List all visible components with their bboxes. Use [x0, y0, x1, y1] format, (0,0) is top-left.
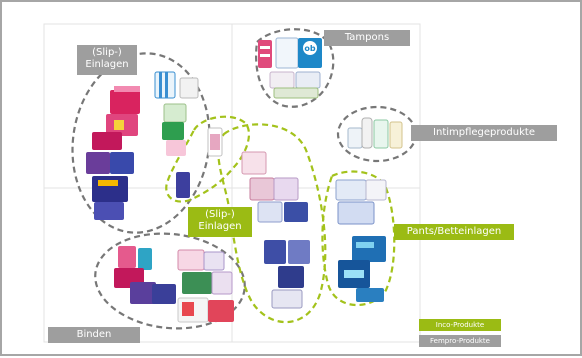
product-pack: [335, 179, 367, 201]
product-pack: [92, 176, 128, 202]
product-group-slip-einlagen-inco: [176, 127, 223, 198]
cluster-outline-binden: [94, 232, 246, 330]
product-pack: [356, 242, 374, 248]
product-pack: [94, 202, 124, 220]
product-pack: [110, 152, 134, 174]
cluster-outline-slip-einlagen-inco: [165, 115, 251, 203]
product-group-inco-center: [241, 151, 310, 309]
product-group-slip-einlagen-fempro: [86, 71, 199, 220]
product-pack: [260, 54, 270, 57]
product-pack: [257, 201, 283, 223]
product-pack: [211, 271, 233, 295]
product-pack: [303, 41, 317, 55]
product-group-pants-betteinlagen: [335, 179, 387, 302]
product-pack: [356, 288, 384, 302]
product-group-tampons: ob: [258, 37, 322, 99]
product-pack: [373, 119, 389, 149]
product-pack: [182, 272, 212, 294]
product-pack: [177, 249, 205, 271]
product-group-binden: [114, 246, 234, 323]
product-pack: [295, 71, 321, 89]
product-pack: [241, 151, 267, 175]
product-pack: [152, 284, 176, 304]
label-tampons: Tampons: [324, 30, 410, 46]
product-pack: [165, 72, 168, 98]
product-pack: [138, 248, 152, 270]
product-pack: [278, 266, 304, 288]
product-pack: [92, 132, 122, 150]
product-pack: [271, 289, 303, 309]
product-pack: [210, 134, 220, 150]
legend-inco: Inco-Produkte: [419, 319, 501, 331]
product-pack: [110, 90, 140, 114]
product-pack: [130, 282, 156, 304]
cluster-outline-inco-center: [217, 123, 327, 324]
product-pack: [114, 120, 124, 130]
legend-fempro: Fempro-Produkte: [419, 335, 501, 347]
label-slip-einlagen-inco: (Slip-) Einlagen: [188, 207, 252, 237]
product-pack: [275, 37, 299, 69]
label-intimpflegeprodukte: Intimpflegeprodukte: [411, 125, 557, 141]
product-pack: [203, 251, 225, 271]
product-pack: [249, 177, 275, 201]
product-pack: [337, 201, 375, 225]
product-pack: [269, 71, 295, 89]
product-pack: [114, 86, 140, 92]
product-pack: [273, 177, 299, 201]
product-pack: [176, 172, 190, 198]
product-pack: [389, 121, 403, 149]
product-pack: [288, 240, 310, 264]
product-pack: [344, 270, 364, 278]
product-pack: [118, 246, 136, 268]
product-pack: [166, 140, 186, 156]
cluster-outline-pants-betteinlagen: [321, 170, 396, 307]
product-pack: [86, 152, 110, 174]
product-pack: [159, 72, 162, 98]
product-pack: [352, 236, 386, 262]
product-pack: [284, 202, 308, 222]
product-pack: [208, 300, 234, 322]
label-binden: Binden: [48, 327, 140, 343]
label-slip-einlagen-fempro: (Slip-) Einlagen: [77, 45, 137, 75]
product-pack: [182, 302, 194, 316]
product-pack: [347, 127, 363, 149]
product-pack: [163, 103, 187, 123]
product-pack: [98, 180, 118, 186]
product-pack: [365, 179, 387, 201]
product-pack: [162, 122, 184, 140]
product-group-intimpflege: [347, 117, 403, 149]
product-pack: [264, 240, 286, 264]
product-pack: [273, 87, 319, 99]
cluster-outline-tampons: [255, 28, 335, 108]
label-pants-betteinlagen: Pants/Betteinlagen: [394, 224, 514, 240]
product-pack: [179, 77, 199, 99]
product-pack: [260, 46, 270, 49]
ob-logo-text: ob: [304, 44, 315, 53]
product-pack: [361, 117, 373, 149]
